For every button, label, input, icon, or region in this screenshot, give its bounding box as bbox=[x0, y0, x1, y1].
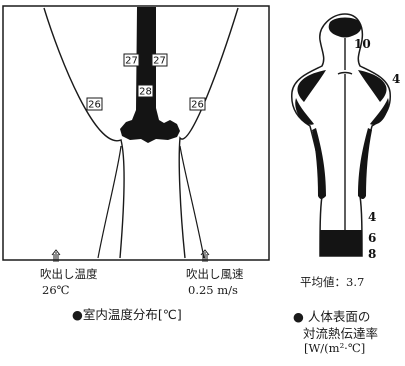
outlet-temperature-value: 26℃ bbox=[42, 283, 70, 297]
room-diagram-caption: ●室内温度分布[℃] bbox=[72, 304, 182, 323]
isotherm-26-left bbox=[44, 8, 124, 258]
isotherm-label-26-right: 26 bbox=[191, 100, 204, 111]
outlet-velocity-label: 吹出し風速 bbox=[186, 266, 244, 282]
isotherm-floor-left bbox=[98, 146, 121, 258]
isotherm-label-28: 28 bbox=[139, 87, 152, 98]
isotherm-26-right bbox=[179, 8, 238, 258]
average-value-label: 平均値：3.7 bbox=[300, 274, 364, 290]
body-diagram: 10 4 4 6 8 bbox=[292, 14, 401, 261]
outlet-velocity-value: 0.25 m/s bbox=[188, 283, 238, 297]
isotherm-label-26-left: 26 bbox=[88, 100, 101, 111]
isotherm-label-27-left: 27 bbox=[125, 56, 138, 67]
isotherm-label-27-right: 27 bbox=[153, 56, 166, 67]
outlet-temperature-label: 吹出し温度 bbox=[40, 266, 98, 282]
body-caption-line2: 対流熱伝達率 bbox=[303, 323, 378, 342]
feet-dark-region bbox=[320, 230, 362, 256]
body-value-ankle: 6 bbox=[368, 231, 376, 245]
warm-plume-region bbox=[120, 7, 180, 143]
room-diagram: 27 27 28 26 26 bbox=[3, 6, 269, 262]
body-value-feet: 8 bbox=[368, 247, 376, 261]
body-value-head: 10 bbox=[354, 37, 371, 51]
body-caption-line3: [W/(m²·℃] bbox=[304, 341, 365, 355]
body-value-legs: 4 bbox=[368, 210, 376, 224]
body-value-shoulder: 4 bbox=[392, 72, 400, 86]
